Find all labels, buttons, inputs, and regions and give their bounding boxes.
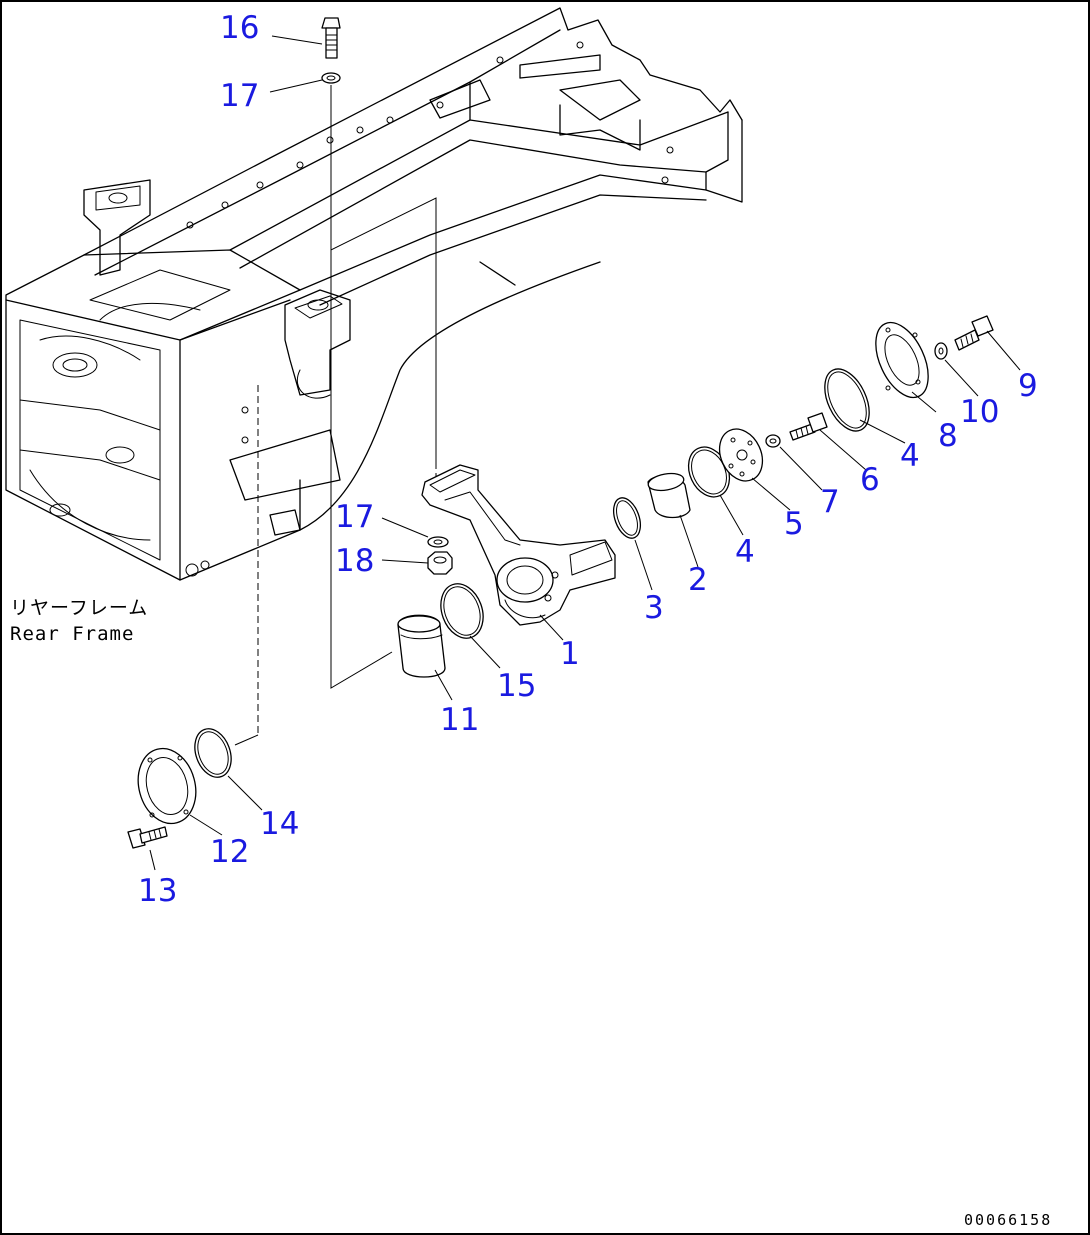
bolt-16	[321, 17, 341, 59]
cover-8	[875, 321, 929, 399]
callout-12: 12	[210, 834, 249, 870]
bushing-11	[397, 614, 446, 678]
shim-4-upper	[824, 368, 870, 432]
washer-17-top	[321, 72, 341, 84]
bolt-9	[954, 315, 994, 351]
callout-4: 4	[735, 534, 755, 570]
callout-13: 13	[138, 873, 177, 909]
plate-5	[718, 428, 764, 482]
callout-7: 7	[820, 484, 840, 520]
callout-15: 15	[497, 668, 536, 704]
callout-labels: 16 17 9 10 8 4 6 7 5 4 2 3 17 18 1 15 11…	[138, 10, 1038, 909]
callout-17: 17	[335, 499, 374, 535]
bolt-6	[789, 412, 828, 441]
callout-6: 6	[860, 462, 880, 498]
callout-9: 9	[1018, 368, 1038, 404]
leader-lines	[149, 35, 1021, 871]
drawing-code: 00066158	[964, 1211, 1052, 1229]
callout-3: 3	[644, 590, 664, 626]
callout-11: 11	[440, 702, 479, 738]
callout-2: 2	[688, 562, 708, 598]
rear-frame	[5, 7, 743, 581]
callout-18: 18	[335, 543, 374, 579]
cover-12	[137, 747, 197, 825]
callout-4: 4	[900, 438, 920, 474]
washer-7	[765, 434, 781, 448]
snap-ring-3	[612, 497, 642, 539]
callout-17: 17	[220, 78, 259, 114]
callout-14: 14	[260, 806, 299, 842]
bushing-2	[647, 472, 691, 519]
callout-16: 16	[220, 10, 259, 46]
bolt-13	[127, 826, 168, 849]
callout-1: 1	[560, 636, 580, 672]
caption-jp: リヤーフレーム	[10, 597, 148, 619]
assembly-lines	[234, 85, 601, 746]
caption-en: Rear Frame	[10, 623, 134, 645]
steering-bracket-1	[421, 464, 616, 626]
washer-nut-17-18	[427, 536, 453, 575]
callout-8: 8	[938, 418, 958, 454]
callout-10: 10	[960, 394, 999, 430]
callout-5: 5	[784, 506, 804, 542]
washer-10	[934, 342, 948, 360]
